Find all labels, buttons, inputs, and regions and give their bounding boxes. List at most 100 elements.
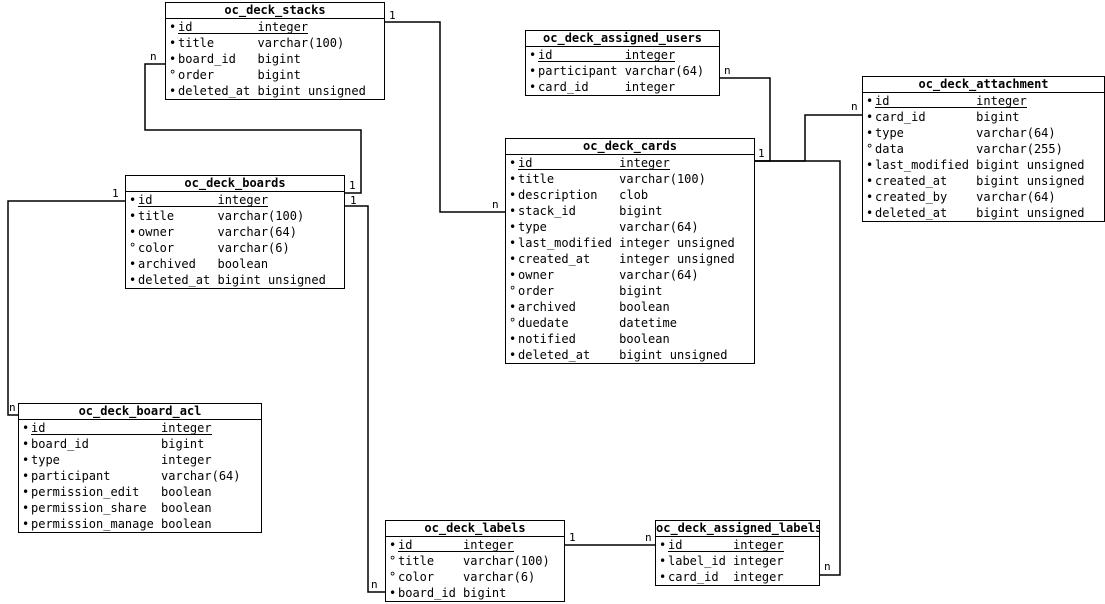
- column-type: bigint: [976, 110, 1020, 124]
- column-name: participant: [31, 469, 111, 483]
- column-name: description: [518, 188, 598, 202]
- cardinality-label: 1: [758, 147, 765, 160]
- column-type: boolean: [217, 257, 269, 271]
- cardinality-label: n: [645, 531, 652, 544]
- primary-key-column: id integer: [178, 19, 309, 35]
- cardinality-label: n: [724, 64, 731, 77]
- column-name: archived: [518, 300, 576, 314]
- notnull-marker-icon: •: [509, 156, 517, 170]
- column-type: boolean: [161, 501, 212, 515]
- entity-title: oc_deck_assigned_labels: [656, 521, 819, 537]
- column-name: notified: [518, 332, 576, 346]
- cardinality-label: n: [371, 578, 378, 591]
- column-type: bigint: [619, 204, 663, 218]
- column-name: last_modified: [875, 158, 969, 172]
- entity-title: oc_deck_stacks: [166, 3, 384, 19]
- column-name: id: [31, 421, 46, 435]
- column-type: varchar(255): [976, 142, 1063, 156]
- column-type: boolean: [161, 517, 212, 531]
- notnull-marker-icon: •: [22, 453, 30, 467]
- column-name: created_at: [875, 174, 948, 188]
- notnull-marker-icon: •: [509, 268, 517, 282]
- column-type: integer: [976, 94, 1027, 108]
- column-name: deleted_at: [875, 206, 948, 220]
- column: participant varchar(64): [31, 468, 241, 484]
- column-name: deleted_at: [138, 273, 211, 287]
- column-type: varchar(64): [161, 469, 241, 483]
- column-name: id: [875, 94, 890, 108]
- notnull-marker-icon: •: [22, 501, 30, 515]
- column-type: bigint: [161, 437, 205, 451]
- notnull-marker-icon: •: [509, 300, 517, 314]
- notnull-marker-icon: •: [22, 437, 30, 451]
- notnull-marker-icon: •: [509, 172, 517, 186]
- column-name: last_modified: [518, 236, 612, 250]
- column-type: varchar(64): [624, 64, 705, 78]
- notnull-marker-icon: •: [509, 236, 517, 250]
- notnull-marker-icon: •: [169, 84, 177, 98]
- relationship-line-oc_deck_boards--oc_deck_stacks: [144, 63, 362, 194]
- column-name: archived: [138, 257, 196, 271]
- column-type: integer: [463, 538, 514, 552]
- column-name: order: [178, 68, 215, 82]
- column-name: deleted_at: [178, 84, 251, 98]
- notnull-marker-icon: •: [509, 332, 517, 346]
- notnull-marker-icon: •: [509, 348, 517, 362]
- column-type: integer: [161, 453, 212, 467]
- notnull-marker-icon: •: [129, 273, 137, 287]
- entity-title: oc_deck_board_acl: [19, 404, 261, 420]
- column-name: created_at: [518, 252, 591, 266]
- relationship-line-oc_deck_cards--oc_deck_assigned_labels: [755, 160, 841, 576]
- notnull-marker-icon: •: [129, 209, 137, 223]
- cardinality-label: n: [492, 198, 499, 211]
- notnull-marker-icon: •: [389, 538, 397, 552]
- notnull-marker-icon: •: [529, 48, 537, 62]
- column-name: type: [875, 126, 904, 140]
- column-type: boolean: [161, 485, 212, 499]
- column-name: title: [398, 554, 435, 568]
- column-type: integer: [624, 80, 676, 94]
- notnull-marker-icon: •: [509, 204, 517, 218]
- column-type: integer: [733, 570, 784, 584]
- column-type: integer: [733, 538, 784, 552]
- column-name: id: [178, 20, 193, 34]
- column-name: id: [138, 193, 153, 207]
- column-type: integer: [624, 48, 676, 62]
- column-name: board_id: [178, 52, 236, 66]
- column-type: integer: [257, 20, 309, 34]
- cardinality-label: n: [150, 50, 157, 63]
